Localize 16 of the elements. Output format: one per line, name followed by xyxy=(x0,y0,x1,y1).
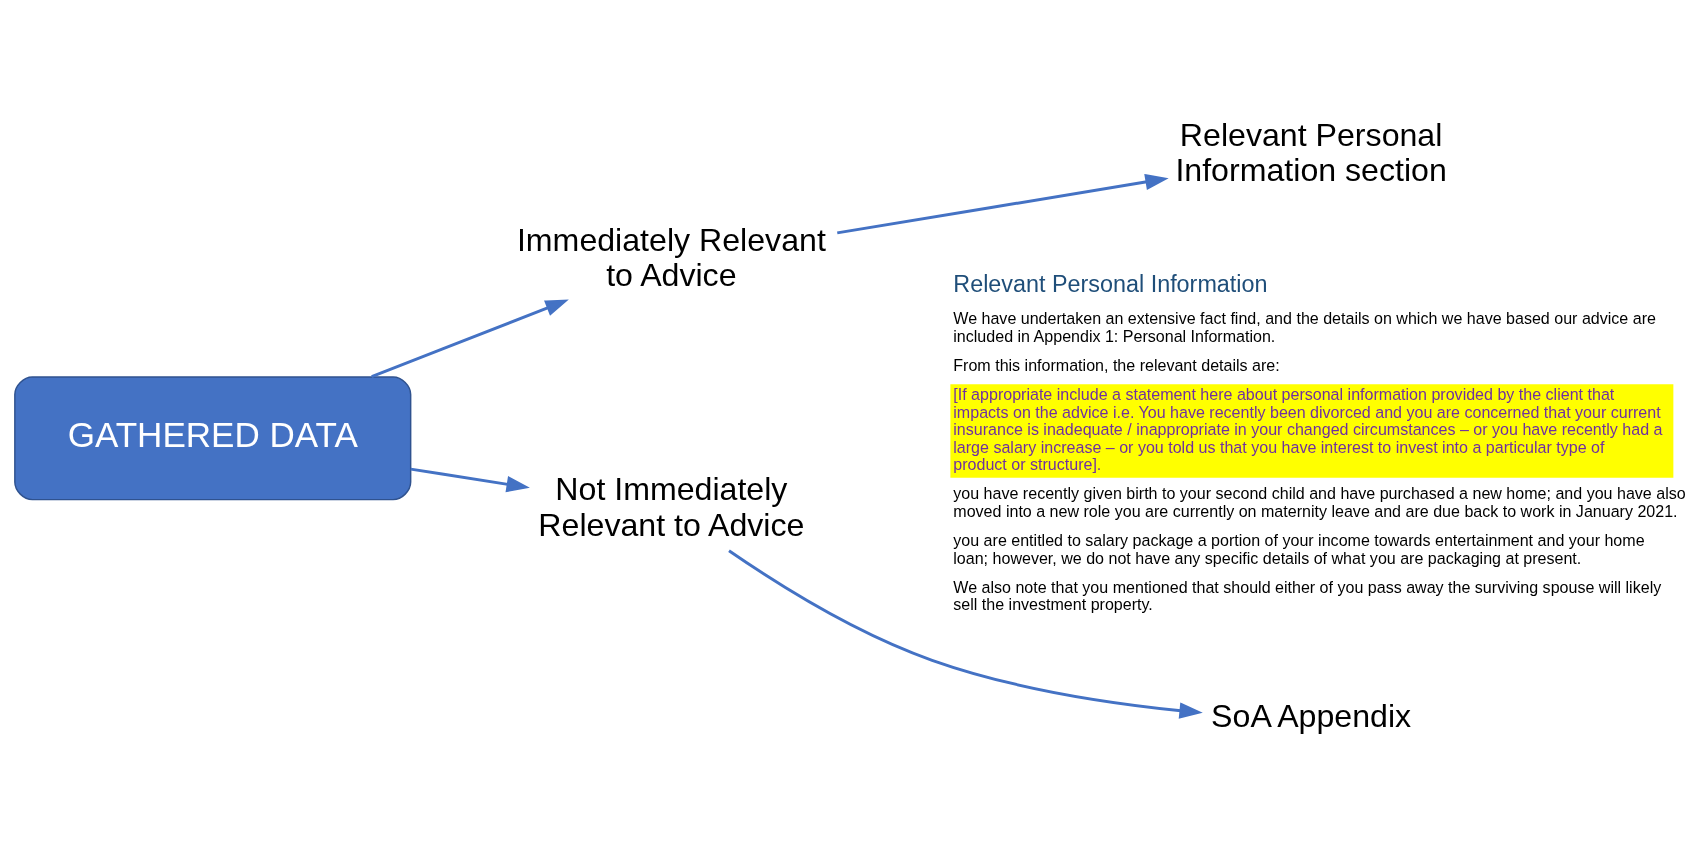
node-box: GATHERED DATA xyxy=(13,376,411,501)
node-text: Relevant Personal Information section xyxy=(1174,116,1447,188)
label: [If appropriate include a statement here about personal information provided by the client that impacts on the advice i.e. You have recently been divorced and you are concerned that your current insurance is inadequate / inappropriate in your changed circumstances – or you have recently had a large salary increase – or you told us that you have interest to invest into a particular type of product or structure]. xyxy=(952,385,1662,474)
node-text: Not Immediately Relevant to Advice xyxy=(537,471,804,543)
arrow xyxy=(727,549,1203,719)
label: We also note that you mentioned that should either of you pass away the surviving spouse will likely sell the investment property. xyxy=(952,577,1661,614)
label: you have recently given birth to your second child and have purchased a new home; and you have also moved into a new role you are currently on maternity leave and are due back to work in January 2021. xyxy=(952,484,1686,520)
label: Relevant Personal Information xyxy=(952,270,1268,297)
arrow xyxy=(836,173,1169,235)
label: We have undertaken an extensive fact find, and the details on which we have based our advice are included in Appendix 1: Personal Information. xyxy=(952,309,1656,345)
arrow xyxy=(410,467,530,493)
node-text: SoA Appendix xyxy=(1210,697,1411,734)
arrow xyxy=(370,299,569,379)
label: you are entitled to salary package a portion of your income towards entertainment and your home loan; however, we do not have any specific details of what you are packaging at present. xyxy=(952,531,1645,567)
label: From this information, the relevant details are: xyxy=(952,355,1280,374)
node-text: Immediately Relevant to Advice xyxy=(516,221,826,293)
